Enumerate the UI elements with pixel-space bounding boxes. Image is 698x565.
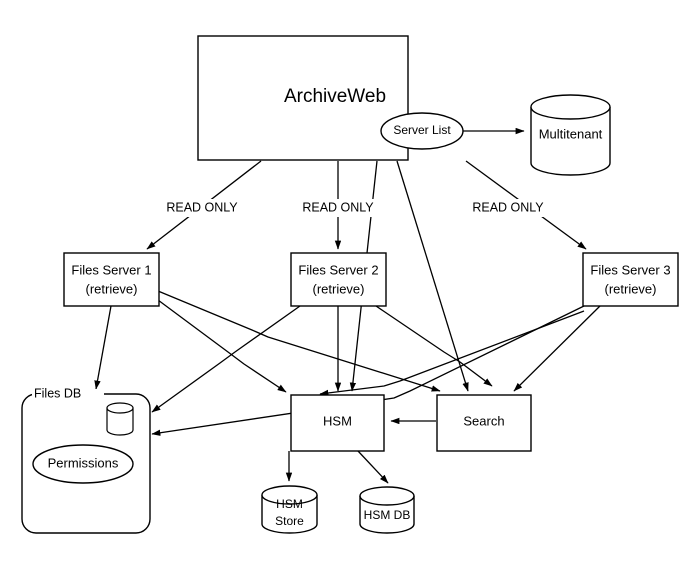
edge-hsm-to-hsm-db: [357, 450, 389, 484]
node-hsm[interactable]: HSM: [290, 394, 385, 452]
archiveweb-label: ArchiveWeb: [284, 86, 386, 107]
node-search[interactable]: Search: [436, 394, 532, 452]
files-db-label: Files DB: [34, 386, 81, 400]
edge-label-read-only-3: READ ONLY: [472, 200, 544, 214]
node-server-list[interactable]: Server List: [380, 112, 464, 150]
edge-archiveweb-to-search: [396, 160, 469, 392]
edge-files-server-1-to-hsm: [157, 299, 287, 393]
edge-label-read-only-2: READ ONLY: [302, 200, 374, 214]
node-hsm-db[interactable]: HSM DB: [359, 486, 415, 534]
hsm-store-label-line2: Store: [275, 514, 304, 528]
edge-files-server-2-to-search: [375, 305, 493, 387]
files-server-3-label-line1: Files Server 3: [590, 262, 670, 277]
edge-files-server-1-to-search: [157, 290, 441, 392]
files-server-2-label-line1: Files Server 2: [298, 262, 378, 277]
files-server-1-label-line1: Files Server 1: [71, 262, 151, 277]
node-archiveweb[interactable]: ArchiveWeb: [197, 35, 409, 161]
hsm-label: HSM: [323, 413, 352, 428]
edge-label-layer: READ ONLY READ ONLY READ ONLY: [162, 199, 548, 217]
files-server-1-label-line2: (retrieve): [85, 281, 137, 296]
edge-label-read-only-1: READ ONLY: [166, 200, 238, 214]
node-files-server-3[interactable]: Files Server 3 (retrieve): [582, 252, 679, 307]
edge-files-server-2-to-files-db: [151, 305, 301, 413]
node-permissions[interactable]: Permissions: [32, 444, 134, 484]
edge-files-server-1-to-files-db: [94, 305, 112, 390]
node-hsm-store[interactable]: HSM Store: [261, 485, 318, 534]
edge-files-server-3-to-hsm: [319, 310, 585, 397]
files-db-cylinder-icon: [106, 402, 134, 436]
node-files-server-2[interactable]: Files Server 2 (retrieve): [290, 252, 387, 307]
search-label: Search: [463, 413, 504, 428]
edge-files-server-3-to-files-db: [151, 305, 585, 436]
hsm-store-label-line1: HSM: [276, 497, 303, 511]
edge-files-server-3-to-search: [513, 305, 601, 392]
node-multitenant[interactable]: Multitenant: [530, 94, 611, 176]
hsm-db-label: HSM DB: [364, 508, 411, 522]
files-server-3-label-line2: (retrieve): [604, 281, 656, 296]
multitenant-label: Multitenant: [539, 126, 603, 141]
files-server-2-label-line2: (retrieve): [312, 281, 364, 296]
node-files-server-1[interactable]: Files Server 1 (retrieve): [63, 252, 160, 307]
server-list-label: Server List: [393, 123, 451, 137]
permissions-label: Permissions: [48, 455, 119, 470]
